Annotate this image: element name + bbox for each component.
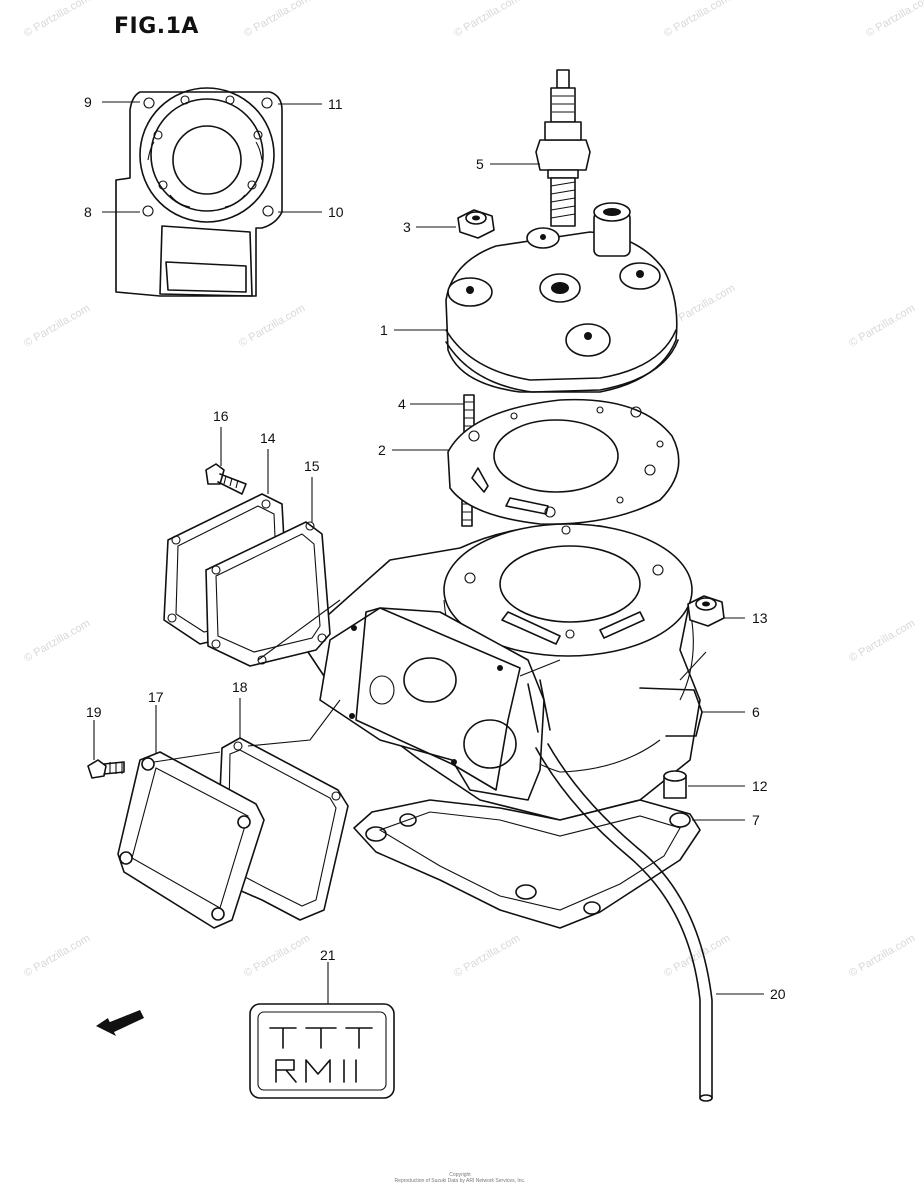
cylinder-head-nut — [457, 209, 495, 239]
emblem-21 — [249, 1003, 395, 1099]
callout-13[interactable]: 13 — [752, 610, 768, 626]
callout-4[interactable]: 4 — [398, 396, 406, 412]
breather-hose — [527, 679, 713, 1102]
callout-21[interactable]: 21 — [320, 947, 336, 963]
inset-cylinder-top-view — [115, 87, 283, 297]
callout-20[interactable]: 20 — [770, 986, 786, 1002]
callout-9[interactable]: 9 — [84, 94, 92, 110]
callout-11[interactable]: 11 — [328, 96, 343, 112]
callout-16[interactable]: 16 — [213, 408, 229, 424]
cylinder-head — [445, 202, 679, 393]
screw — [205, 463, 247, 495]
spark-plug — [535, 69, 591, 227]
forward-arrow-icon — [96, 1010, 144, 1036]
callout-3[interactable]: 3 — [403, 219, 411, 235]
callout-1[interactable]: 1 — [380, 322, 388, 338]
callout-7[interactable]: 7 — [752, 812, 760, 828]
exhaust-cover-17 — [117, 751, 265, 929]
cylinder-nut — [687, 595, 725, 627]
head-gasket — [447, 398, 680, 525]
callout-10[interactable]: 10 — [328, 204, 344, 220]
footer: Copyright Reproduction of Suzuki Data by… — [380, 1172, 540, 1184]
cylinder — [299, 523, 703, 821]
callout-2[interactable]: 2 — [378, 442, 386, 458]
leader-lines — [93, 101, 764, 1004]
callout-12[interactable]: 12 — [752, 778, 768, 794]
emblem-text: RM — [290, 1030, 292, 1031]
callout-6[interactable]: 6 — [752, 704, 760, 720]
callout-5[interactable]: 5 — [476, 156, 484, 172]
callout-18[interactable]: 18 — [232, 679, 248, 695]
callout-15[interactable]: 15 — [304, 458, 320, 474]
cover-screw — [87, 759, 125, 779]
callout-14[interactable]: 14 — [260, 430, 276, 446]
figure-title: FIG.1A — [114, 14, 199, 39]
callout-19[interactable]: 19 — [86, 704, 102, 720]
dowel-pin — [663, 770, 687, 799]
footer-line-1: Copyright — [449, 1172, 471, 1178]
footer-line-2: Reproduction of Suzuki Data by ARI Netwo… — [394, 1178, 526, 1184]
base-gasket — [353, 799, 701, 929]
callout-17[interactable]: 17 — [148, 689, 164, 705]
callout-8[interactable]: 8 — [84, 204, 92, 220]
